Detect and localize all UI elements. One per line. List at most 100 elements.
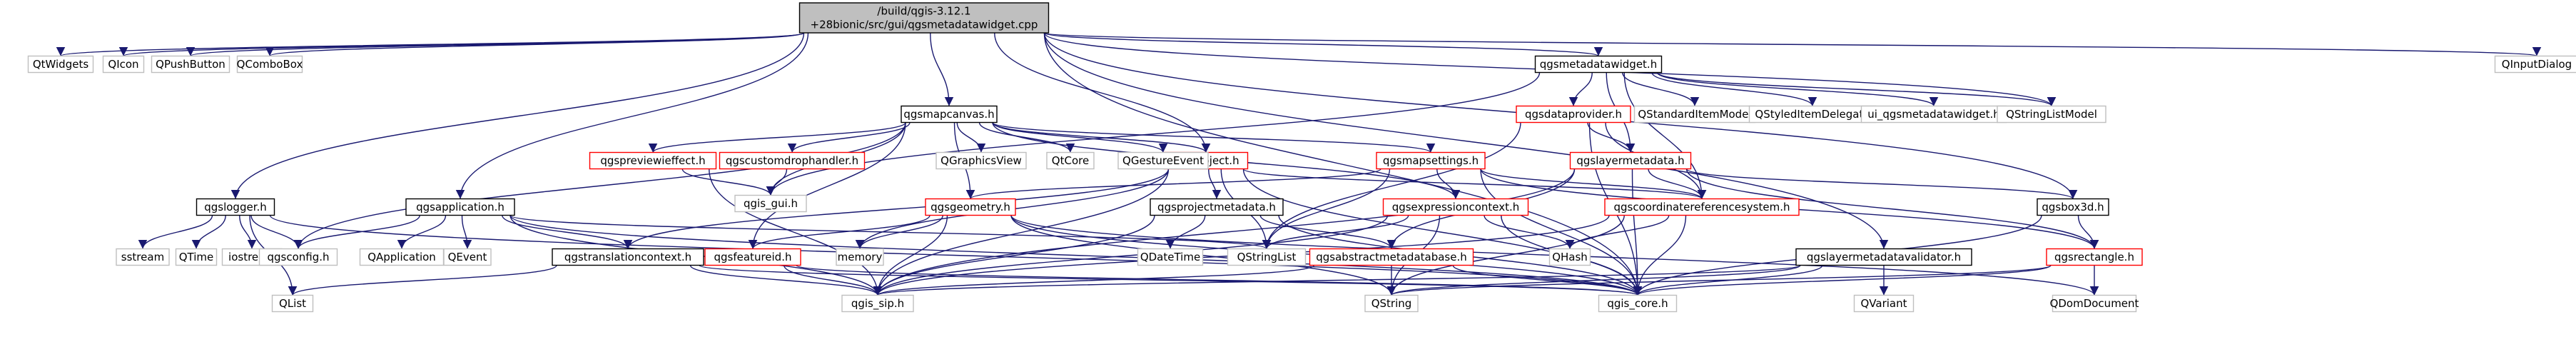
edge-qgsapplication-h-to-qgis-core-h	[509, 215, 1642, 296]
node-qgscustomdrophandler-h[interactable]: qgscustomdrophandler.h	[719, 151, 866, 170]
edge-qgsrectangle-h-to-qgis-core-h	[1633, 264, 2052, 296]
edge-qgsapplication-h-to-qapplication	[397, 215, 447, 249]
node-label: qgis_gui.h	[744, 197, 798, 211]
edge-qgsmetadatawidget-h-to-ui-qgsmetadatawidget	[1656, 71, 1939, 107]
node-memory: memory	[836, 248, 884, 266]
node-label: qgscustomdrophandler.h	[726, 154, 858, 167]
edge-qgscoordinatereferencesystem-h-to-qstring	[1386, 215, 1625, 296]
node-label: qgis_sip.h	[851, 297, 904, 311]
edge-qgsdataprovider-h-to-qgslayermetadata-h	[1587, 122, 1636, 153]
node-qvariant: QVariant	[1853, 294, 1915, 313]
edge-qgstranslationcontext-h-to-qgis-sip-h	[689, 265, 883, 296]
node-label: qgsabstractmetadatabase.h	[1316, 251, 1467, 263]
edge-qgslayermetadata-h-to-qgis-core-h	[1631, 169, 1643, 296]
edge-qgsgeometry-h-to-qgis-sip-h	[873, 215, 948, 296]
edge-qgsmapcanvas-h-to-qgsmapsettings-h	[992, 121, 1435, 154]
node-box	[589, 151, 717, 170]
node-qgsbox3d-h[interactable]: qgsbox3d.h	[2037, 198, 2109, 216]
edge-qgsbox3d-h-to-qgsrectangle-h	[2077, 215, 2099, 249]
node-box	[1853, 294, 1915, 313]
edge-qgsmapsettings-h-to-qstringlist	[1262, 169, 1391, 249]
edge-qgstranslationcontext-h-to-qgis-core-h	[699, 264, 1642, 296]
node-root[interactable]: /build/qgis-3.12.1+28bionic/src/gui/qgsm…	[798, 2, 1050, 34]
node-qgslayermetadatavalidator-h[interactable]: qgslayermetadatavalidator.h	[1795, 248, 1972, 266]
node-label: ui_qgsmetadatawidget.h	[1867, 108, 2000, 121]
edge-qgsmapsettings-h-to-qgsgeometry-h	[966, 168, 1381, 200]
edge-qgsfeatureid-h-to-qgis-core-h	[796, 264, 1642, 296]
node-qgstranslationcontext-h[interactable]: qgstranslationcontext.h	[552, 248, 704, 266]
node-label: QtWidgets	[33, 58, 89, 71]
node-box	[841, 294, 914, 313]
edge-qgsmapcanvas-h-to-qgspreviewieffect-h	[648, 121, 906, 154]
node-qgsdataprovider-h[interactable]: qgsdataprovider.h	[1516, 105, 1631, 124]
node-qgis-sip-h: qgis_sip.h	[841, 294, 914, 313]
node-label: qgis_core.h	[1607, 297, 1668, 311]
edge-qgsproject-h-to-qgis-sip-h	[873, 169, 1170, 296]
edge-qgsprojectmetadata-h-to-qdatetime	[1165, 215, 1206, 249]
node-qgsmetadatawidget-h[interactable]: qgsmetadatawidget.h	[1534, 55, 1663, 74]
node-label: qgsmapsettings.h	[1383, 154, 1479, 167]
node-label: QVariant	[1860, 297, 1907, 310]
edge-qgsmapsettings-h-to-qgsexpressioncontext-h	[1436, 169, 1461, 199]
node-qgestureevent: QGestureEvent	[1117, 151, 1209, 170]
node-label: +28bionic/src/gui/qgsmetadatawidget.cpp	[811, 19, 1038, 31]
node-box	[719, 151, 866, 170]
edge-qgsmapcanvas-h-to-qgsconfig-h	[293, 122, 906, 249]
node-qgsfeatureid-h[interactable]: qgsfeatureid.h	[704, 248, 801, 266]
node-qgsmapsettings-h[interactable]: qgsmapsettings.h	[1376, 151, 1486, 170]
edge-qgslogger-h-to-qgis-core-h	[269, 215, 1642, 296]
node-label: QIcon	[108, 58, 138, 71]
node-qgsgeometry-h[interactable]: qgsgeometry.h	[925, 198, 1016, 216]
node-qgsconfig-h: qgsconfig.h	[258, 248, 338, 266]
node-qstringlistmodel: QStringListModel	[1997, 105, 2106, 124]
node-qgslayermetadata-h[interactable]: qgslayermetadata.h	[1569, 151, 1692, 170]
edge-qgslayermetadatavalidator-h-to-qgis-sip-h	[873, 264, 1801, 296]
edge-qgscustomdrophandler-h-to-qgis-gui-h	[766, 169, 788, 196]
node-box	[1516, 105, 1631, 124]
node-qstyleditemdelegate: QStyledItemDelegate	[1748, 105, 1877, 124]
node-qgsrectangle-h[interactable]: qgsrectangle.h	[2046, 248, 2143, 266]
edge-qgsgeometry-h-to-qgsfeatureid-h	[748, 215, 930, 249]
node-box	[1137, 248, 1204, 266]
edge-root-to-qgsapplication-h	[455, 32, 809, 199]
edge-qgslogger-h-to-iostream	[239, 215, 257, 249]
node-qgspreviewieffect-h[interactable]: qgspreviewieffect.h	[589, 151, 717, 170]
edge-root-to-qtwidgets	[56, 32, 805, 57]
node-label: QtCore	[1052, 154, 1089, 167]
node-label: qgslogger.h	[204, 201, 267, 213]
node-qtcore: QtCore	[1046, 151, 1095, 170]
node-box	[1569, 151, 1692, 170]
node-label: QString	[1371, 297, 1412, 310]
node-qgsmapcanvas-h[interactable]: qgsmapcanvas.h	[901, 105, 998, 124]
node-qgsprojectmetadata-h[interactable]: qgsprojectmetadata.h	[1150, 198, 1284, 216]
node-qgsexpressioncontext-h[interactable]: qgsexpressioncontext.h	[1382, 198, 1529, 216]
edge-qgsgeometry-h-to-memory	[855, 215, 943, 249]
edge-qgsmapcanvas-h-to-qgestureevent	[992, 122, 1168, 153]
edge-qgsabstractmetadatabase-h-to-qgis-sip-h	[873, 264, 1315, 296]
edge-qgsprojectmetadata-h-to-qgis-sip-h	[873, 215, 1155, 296]
node-label: qgsmapcanvas.h	[903, 108, 994, 121]
node-qstringlist: QStringList	[1227, 248, 1307, 266]
node-qgsapplication-h[interactable]: qgsapplication.h	[405, 198, 515, 216]
node-box	[116, 248, 170, 266]
edge-root-to-qinputdialog	[1043, 32, 2540, 57]
edge-qgsproject-h-to-qgsprojectmetadata-h	[1208, 169, 1222, 199]
edge-root-to-qicon	[119, 32, 805, 57]
node-qgslogger-h[interactable]: qgslogger.h	[196, 198, 275, 216]
node-box	[2052, 294, 2137, 313]
node-label: qgsprojectmetadata.h	[1157, 201, 1276, 213]
edge-qgsmapsettings-h-to-qgscoordinatereferencesystem-h	[1480, 168, 1707, 200]
node-label: QDomDocument	[2050, 297, 2139, 310]
node-qgsabstractmetadatabase-h[interactable]: qgsabstractmetadatabase.h	[1309, 248, 1474, 266]
node-box	[1382, 198, 1529, 216]
node-label: /build/qgis-3.12.1	[877, 5, 970, 18]
edge-root-to-qgsmetadatawidget-h	[1043, 32, 1603, 57]
node-qgscoordinatereferencesystem-h[interactable]: qgscoordinatereferencesystem.h	[1604, 198, 1800, 216]
edge-qgsapplication-h-to-qstringlist	[509, 214, 1271, 250]
edge-qgscoordinatereferencesystem-h-to-qhash	[1565, 215, 1670, 249]
node-label: qgsgeometry.h	[930, 201, 1010, 213]
node-qtwidgets: QtWidgets	[27, 55, 94, 74]
node-box	[1364, 294, 1419, 313]
node-label: qgspreviewieffect.h	[600, 154, 705, 167]
